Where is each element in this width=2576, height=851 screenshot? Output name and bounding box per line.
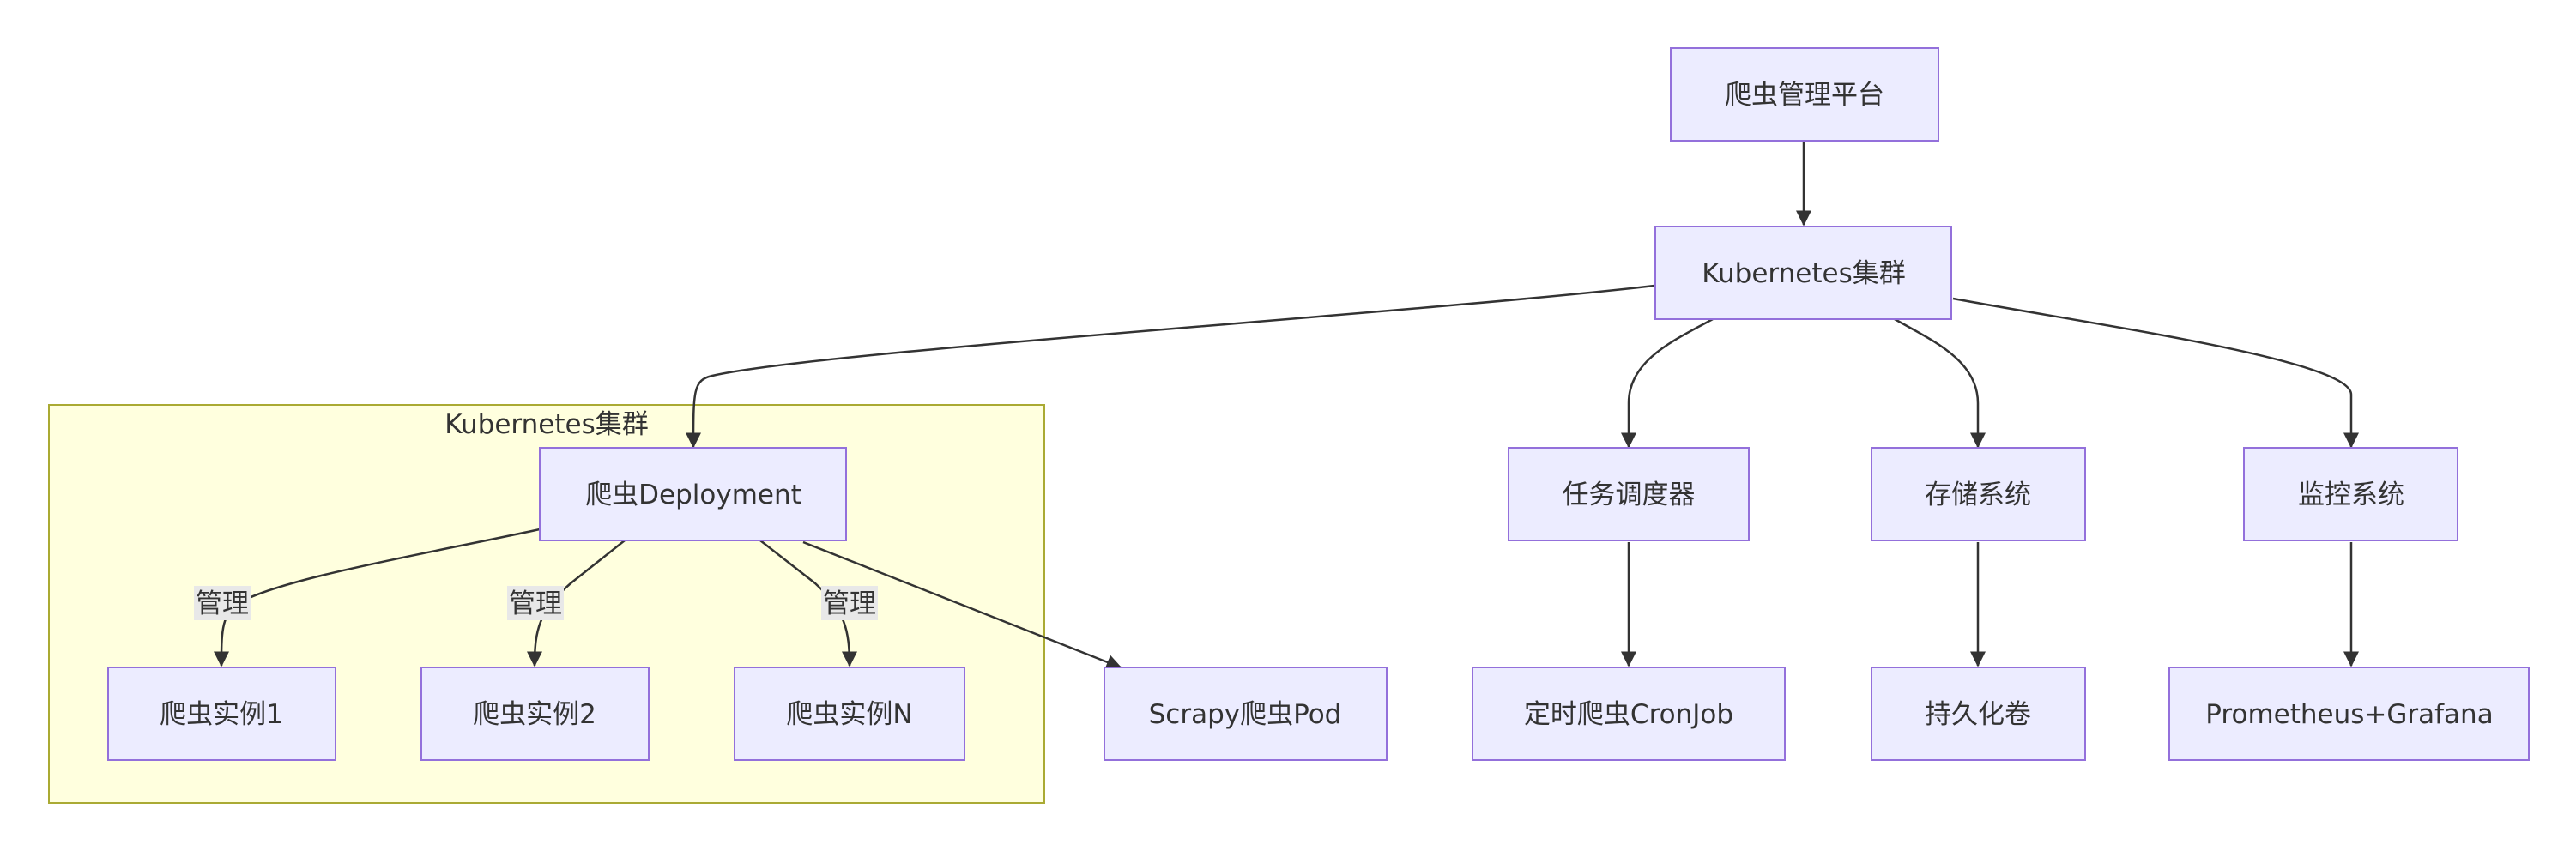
edge-label-text: 管理 — [509, 588, 562, 619]
edge-label-manage-2: 管理 — [507, 586, 564, 620]
node-label: Prometheus+Grafana — [2205, 699, 2493, 730]
node-storage-system[interactable]: 存储系统 — [1871, 447, 2086, 541]
node-crawler-platform[interactable]: 爬虫管理平台 — [1670, 47, 1939, 142]
edge-label-text: 管理 — [196, 588, 249, 619]
node-crawler-instance-2[interactable]: 爬虫实例2 — [420, 667, 650, 761]
edge-k8s-monitoring — [1952, 297, 2359, 449]
node-crawler-instance-n[interactable]: 爬虫实例N — [734, 667, 965, 761]
edge-k8s-deployment — [686, 284, 1655, 449]
node-label: 爬虫实例N — [786, 699, 912, 730]
node-crawler-instance-1[interactable]: 爬虫实例1 — [107, 667, 336, 761]
node-label: 爬虫Deployment — [585, 480, 801, 510]
edge-label-manage-n: 管理 — [821, 586, 878, 620]
node-task-scheduler[interactable]: 任务调度器 — [1508, 447, 1750, 541]
node-crawler-deployment[interactable]: 爬虫Deployment — [539, 447, 847, 541]
cluster-label: Kubernetes集群 — [444, 409, 648, 440]
node-cronjob[interactable]: 定时爬虫CronJob — [1472, 667, 1786, 761]
node-label: 存储系统 — [1925, 480, 2031, 510]
edge-deployment-scrapy-pod — [802, 540, 1122, 670]
node-label: Scrapy爬虫Pod — [1149, 699, 1342, 730]
node-label: 监控系统 — [2298, 480, 2404, 510]
node-label: 定时爬虫CronJob — [1524, 699, 1733, 730]
node-prometheus-grafana[interactable]: Prometheus+Grafana — [2168, 667, 2530, 761]
node-scrapy-pod[interactable]: Scrapy爬虫Pod — [1104, 667, 1388, 761]
edge-k8s-storage — [1894, 317, 1986, 449]
node-label: 爬虫实例2 — [473, 699, 596, 730]
node-label: 爬虫管理平台 — [1725, 80, 1884, 111]
node-monitoring-system[interactable]: 监控系统 — [2243, 447, 2458, 541]
edge-label-text: 管理 — [823, 588, 876, 619]
edge-deployment-instance1 — [214, 528, 541, 667]
edge-label-manage-1: 管理 — [194, 586, 251, 620]
node-kubernetes-cluster[interactable]: Kubernetes集群 — [1654, 226, 1952, 320]
node-persistent-volume[interactable]: 持久化卷 — [1871, 667, 2086, 761]
node-label: 爬虫实例1 — [160, 699, 283, 730]
node-label: 持久化卷 — [1925, 699, 2031, 730]
edge-k8s-scheduler — [1621, 317, 1714, 449]
node-label: Kubernetes集群 — [1702, 258, 1905, 289]
node-label: 任务调度器 — [1563, 480, 1696, 510]
